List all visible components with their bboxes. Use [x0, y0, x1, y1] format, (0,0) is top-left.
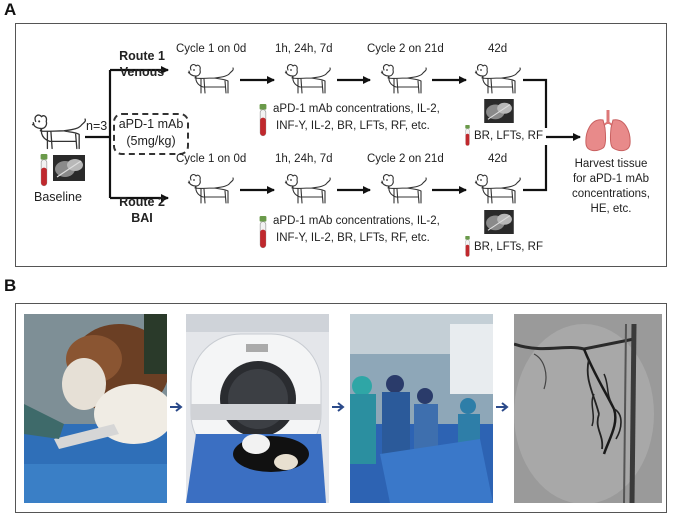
route2-sublabel: BAI [131, 211, 153, 225]
row1-day42-label: 42d [488, 43, 508, 55]
route1-label: Route 1 [119, 49, 165, 63]
row2-end-measures: BR, LFTs, RF [474, 241, 544, 253]
baseline-blood-tube-icon [39, 154, 49, 187]
route2-label: Route 2 [119, 195, 165, 209]
row2-cycle2-label: Cycle 2 on 21d [367, 153, 444, 165]
row1-times-label: 1h, 24h, 7d [275, 43, 333, 55]
row2-dog-icon-1 [187, 174, 234, 204]
route1-sublabel: Venous [119, 65, 165, 79]
panel-b-letter: B [4, 276, 17, 295]
arrow-icon-2 [332, 402, 345, 412]
row2-cycle1-label: Cycle 1 on 0d [176, 153, 247, 165]
row2-dog-icon-3 [380, 174, 427, 204]
arrow-icon-1 [170, 402, 183, 412]
n-label: n=3 [86, 119, 108, 133]
row1-dog-icon-2 [284, 64, 331, 94]
panel-a-letter: A [4, 0, 17, 19]
dose-line2: (5mg/kg) [126, 134, 176, 148]
panel-b-frame [15, 303, 667, 513]
row2-xray-image-icon [484, 210, 514, 234]
harvest-line4: HE, etc. [590, 203, 632, 215]
photo-angiogram [514, 314, 662, 503]
photo-dog-prep [24, 314, 167, 503]
row1-dog-icon-4 [474, 64, 521, 94]
panel-a-frame [15, 23, 667, 267]
lungs-icon [585, 110, 631, 152]
row1-end-measures: BR, LFTs, RF [474, 130, 544, 142]
row1-measures-line1: aPD-1 mAb concentrations, IL-2, [273, 103, 440, 115]
row1-end-blood-tube-icon [464, 125, 471, 146]
row2-measures-line2: INF-Y, IL-2, BR, LFTs, RF, etc. [276, 232, 430, 244]
row1-dog-icon-1 [187, 64, 234, 94]
baseline-xray-image-icon [52, 155, 86, 181]
flow-arrows [85, 66, 581, 202]
row1-cycle1-label: Cycle 1 on 0d [176, 43, 247, 55]
row2-dog-icon-2 [284, 174, 331, 204]
row1-blood-tube-icon [259, 104, 267, 137]
row2-end-blood-tube-icon [464, 236, 471, 257]
row2-times-label: 1h, 24h, 7d [275, 153, 333, 165]
row2-dog-icon-4 [474, 174, 521, 204]
dose-box [113, 113, 189, 155]
harvest-line1: Harvest tissue [574, 158, 648, 170]
baseline-dog-icon [31, 114, 87, 150]
row2-measures-line1: aPD-1 mAb concentrations, IL-2, [273, 215, 440, 227]
row1-cycle2-label: Cycle 2 on 21d [367, 43, 444, 55]
harvest-line3: concentrations, [572, 188, 650, 200]
row2-blood-tube-icon [259, 216, 267, 249]
row2-day42-label: 42d [488, 153, 508, 165]
row1-xray-image-icon [484, 99, 514, 123]
photo-operating-room [350, 314, 493, 503]
photo-ct-scan [186, 314, 329, 503]
arrow-icon-3 [496, 402, 509, 412]
row1-dog-icon-3 [380, 64, 427, 94]
harvest-line2: for aPD-1 mAb [572, 173, 650, 185]
baseline-label: Baseline [34, 190, 82, 204]
row1-measures-line2: INF-Y, IL-2, BR, LFTs, RF, etc. [276, 120, 430, 132]
dose-line1: aPD-1 mAb [118, 117, 184, 131]
